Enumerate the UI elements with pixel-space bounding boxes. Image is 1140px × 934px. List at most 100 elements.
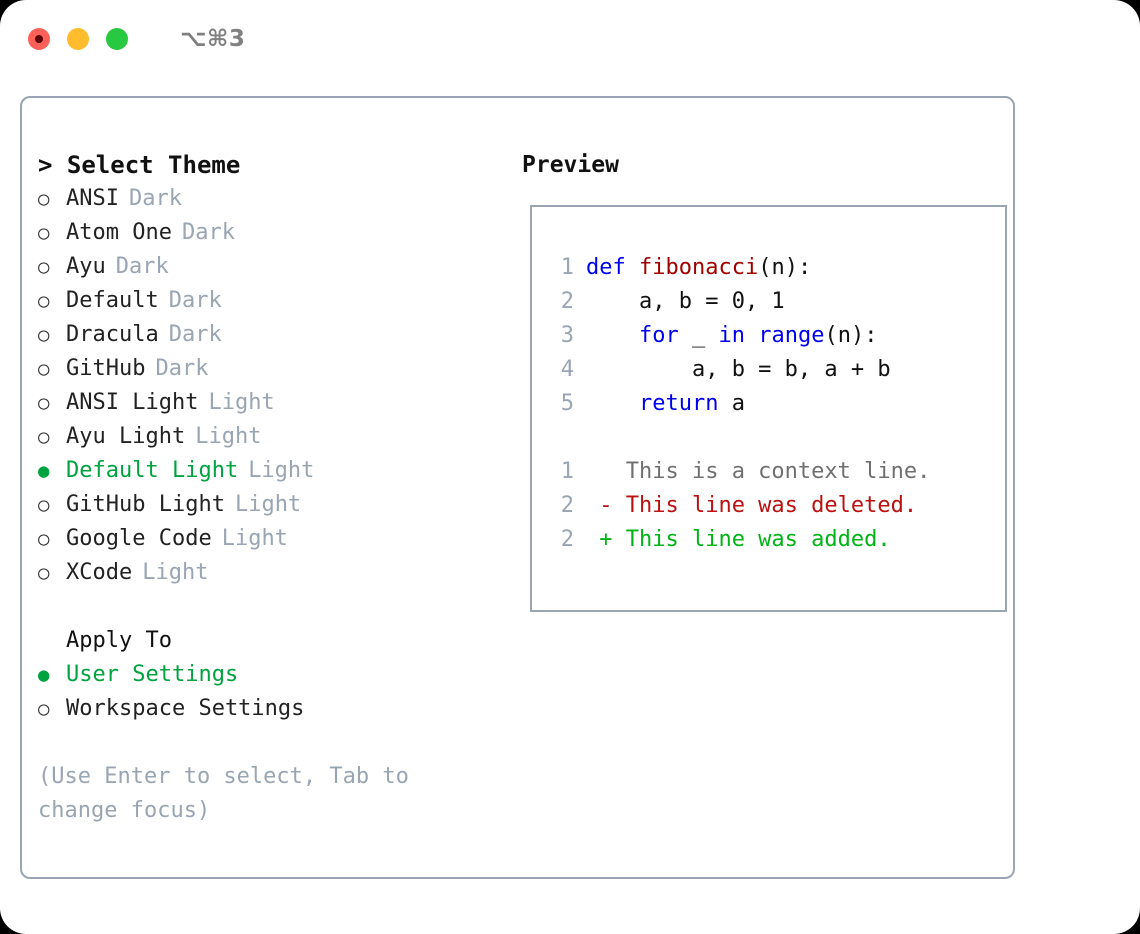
code-text: This is a context line.: [586, 455, 931, 489]
line-number: 2: [560, 289, 574, 314]
code-text: def fibonacci(n):: [586, 251, 811, 285]
apply-to-option-label: User Settings: [66, 662, 239, 687]
theme-option-dracula[interactable]: ○ Dracula Dark: [38, 318, 488, 352]
theme-option-label: Dracula: [66, 322, 159, 347]
line-number: 1: [560, 255, 574, 280]
token-add: + This line was added.: [586, 527, 891, 552]
minimize-button[interactable]: [67, 28, 89, 50]
diff-line: 2 - This line was deleted.: [546, 489, 999, 523]
radio-unselected-icon: ○: [38, 324, 50, 346]
theme-option-tag: Dark: [155, 356, 209, 381]
diff-line: 1 This is a context line.: [546, 455, 999, 489]
token-plain: [586, 391, 639, 416]
theme-option-ayu-light[interactable]: ○ Ayu Light Light: [38, 420, 488, 454]
radio-unselected-icon: ○: [38, 494, 50, 516]
radio-unselected-icon: ○: [38, 426, 50, 448]
preview-title: Preview: [522, 152, 619, 178]
code-line: 2 a, b = 0, 1: [546, 285, 999, 319]
theme-option-tag: Light: [221, 526, 288, 551]
line-number: 2: [560, 527, 574, 552]
token-kw: in: [718, 323, 745, 348]
theme-option-label: GitHub Light: [66, 492, 225, 517]
token-plain: _: [678, 323, 719, 348]
token-plain: [586, 323, 639, 348]
token-plain: (n):: [758, 255, 812, 280]
code-text: a, b = 0, 1: [586, 285, 785, 319]
token-plain: a, b = 0, 1: [586, 289, 785, 314]
theme-option-label: Ayu: [66, 254, 106, 279]
apply-to-option-user-settings[interactable]: ● User Settings: [38, 658, 488, 692]
radio-unselected-icon: ○: [38, 290, 50, 312]
close-button[interactable]: [28, 28, 50, 50]
radio-unselected-icon: ○: [38, 392, 50, 414]
radio-unselected-icon: ○: [38, 528, 50, 550]
token-kw: return: [638, 391, 719, 416]
line-number: 2: [560, 493, 574, 518]
apply-to-option-workspace-settings[interactable]: ○Workspace Settings: [38, 692, 488, 726]
radio-unselected-icon: ○: [38, 562, 50, 584]
theme-option-label: XCode: [66, 560, 133, 585]
theme-option-label: GitHub: [66, 356, 146, 381]
code-text: + This line was added.: [586, 523, 891, 557]
theme-option-github-light[interactable]: ○ GitHub Light Light: [38, 488, 488, 522]
window-controls: [28, 28, 128, 50]
theme-option-label: Ayu Light: [66, 424, 186, 449]
theme-option-tag: Light: [234, 492, 302, 517]
token-plain: (n):: [824, 323, 878, 348]
title-bar: ⌥⌘3: [0, 0, 1140, 78]
token-ctx: This is a context line.: [586, 459, 931, 484]
theme-option-label: Google Code: [66, 526, 212, 551]
list-spacer: [38, 590, 488, 624]
token-kw: range: [758, 323, 825, 348]
code-line: 1 def fibonacci(n):: [546, 251, 999, 285]
diff-lines: 1 This is a context line.2 - This line w…: [546, 455, 999, 557]
shortcut-label: ⌥⌘3: [180, 25, 246, 52]
code-diff-gap: [546, 421, 999, 455]
code-text: a, b = b, a + b: [586, 353, 891, 387]
radio-unselected-icon: ○: [38, 188, 50, 210]
theme-option-tag: Light: [195, 424, 262, 449]
maximize-button[interactable]: [106, 28, 128, 50]
token-plain: a: [718, 391, 745, 416]
theme-option-label: ANSI Light: [66, 390, 199, 415]
radio-unselected-icon: ○: [38, 698, 50, 720]
code-line: 4 a, b = b, a + b: [546, 353, 999, 387]
theme-option-label: ANSI: [66, 186, 119, 211]
token-kw: def: [586, 255, 639, 280]
code-text: - This line was deleted.: [586, 489, 917, 523]
diff-line: 2 + This line was added.: [546, 523, 999, 557]
token-fn: fibonacci: [638, 255, 759, 280]
radio-unselected-icon: ○: [38, 358, 50, 380]
code-line: 3 for _ in range(n):: [546, 319, 999, 353]
select-theme-header: > Select Theme: [38, 151, 241, 179]
theme-option-google-code[interactable]: ○ Google Code Light: [38, 522, 488, 556]
theme-option-tag: Dark: [181, 220, 235, 245]
theme-option-tag: Dark: [128, 186, 182, 211]
theme-option-label: Default Light: [66, 458, 239, 483]
code-line: 5 return a: [546, 387, 999, 421]
line-number: 5: [560, 391, 574, 416]
line-number: 1: [560, 459, 574, 484]
radio-unselected-icon: ○: [38, 256, 50, 278]
radio-selected-icon: ●: [38, 460, 50, 482]
theme-option-tag: Dark: [168, 322, 222, 347]
apply-to-list[interactable]: ● User Settings ○Workspace Settings: [38, 658, 488, 726]
theme-option-tag: Dark: [168, 288, 222, 313]
theme-option-github[interactable]: ○ GitHub Dark: [38, 352, 488, 386]
radio-selected-icon: ●: [38, 664, 50, 686]
theme-option-ansi[interactable]: ○ ANSI Dark: [38, 182, 488, 216]
radio-unselected-icon: ○: [38, 222, 50, 244]
code-text: for _ in range(n):: [586, 319, 877, 353]
